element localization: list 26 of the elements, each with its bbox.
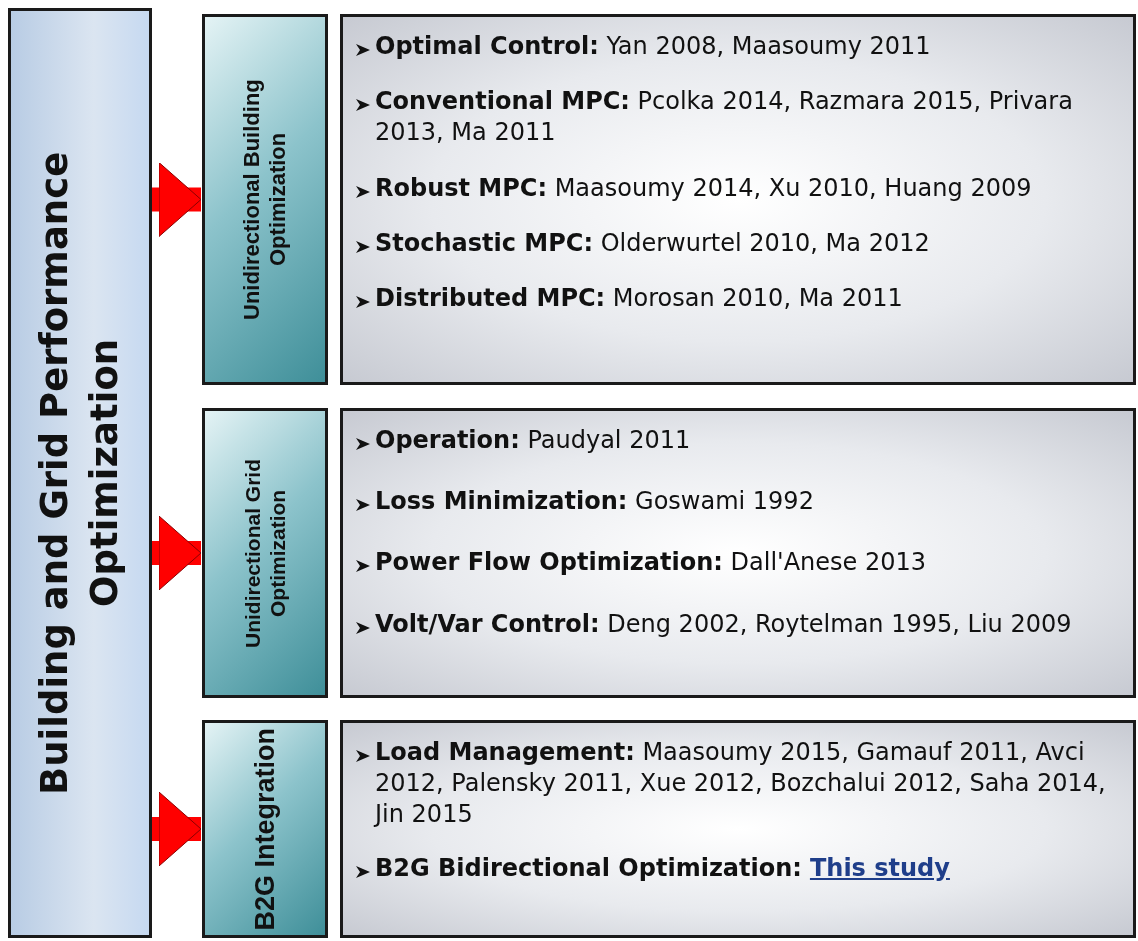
- category-box: [202, 14, 328, 385]
- reference-text: Conventional MPC: Pcolka 2014, Razmara 2015, Privara 2013, Ma 2011: [375, 86, 1074, 149]
- block-arrow: [152, 515, 202, 591]
- reference-text: Robust MPC: Maasoumy 2014, Xu 2010, Huang 2009: [375, 172, 1032, 204]
- reference-text: B2G Bidirectional Optimization: This study: [375, 852, 950, 884]
- title-text: Building and Grid Performance Optimization: [32, 150, 127, 797]
- reference-panel: [340, 720, 1136, 938]
- reference-panel: [340, 408, 1136, 698]
- category-box: [202, 720, 328, 938]
- reference-text: Optimal Control: Yan 2008, Maasoumy 2011: [375, 31, 931, 62]
- block-arrow: [152, 791, 202, 867]
- category-label: B2G Integration: [248, 727, 281, 931]
- reference-text: Load Management: Maasoumy 2015, Gamauf 2011, Avci 2012, Palensky 2011, Xue 2012, Bozchalui 2012, Saha 2014, Jin 2015: [375, 737, 1107, 831]
- title-box: [8, 8, 152, 938]
- reference-text: Stochastic MPC: Olderwurtel 2010, Ma 2012: [375, 227, 930, 259]
- reference-text: Operation: Paudyal 2011: [375, 425, 691, 456]
- reference-text: Loss Minimization: Goswami 1992: [375, 486, 814, 518]
- study-link: This study: [809, 853, 950, 882]
- reference-panel: [340, 14, 1136, 385]
- reference-text: Volt/Var Control: Deng 2002, Roytelman 1995, Liu 2009: [375, 608, 1072, 640]
- category-box: [202, 408, 328, 698]
- reference-text: Power Flow Optimization: Dall'Anese 2013: [375, 547, 927, 579]
- reference-text: Distributed MPC: Morosan 2010, Ma 2011: [375, 282, 903, 314]
- category-label: Unidirectional Building Optimization: [238, 78, 291, 322]
- block-arrow: [152, 162, 202, 237]
- category-label: Unidirectional Grid Optimization: [239, 457, 290, 650]
